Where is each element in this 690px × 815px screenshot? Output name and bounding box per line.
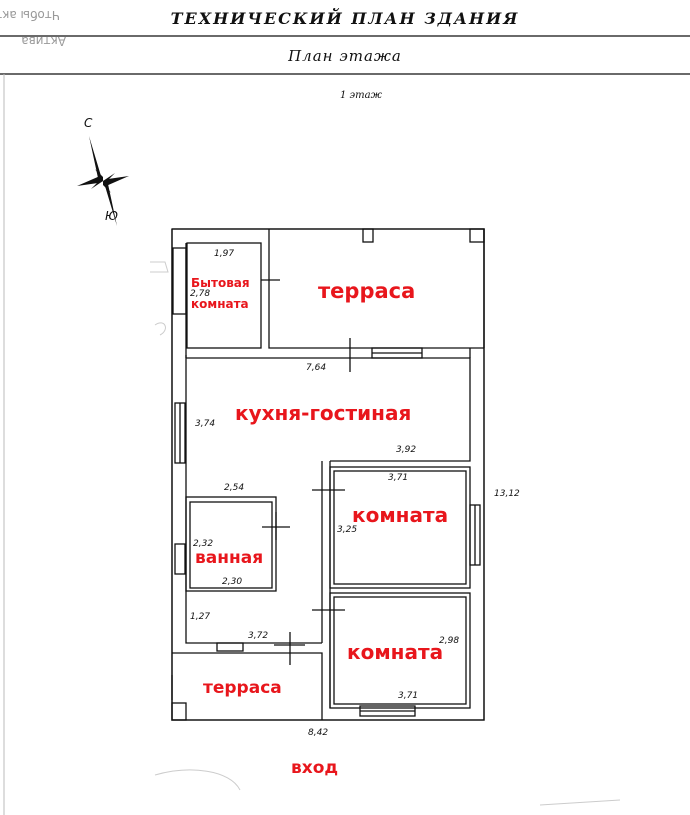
corner-text-2: Актива (21, 34, 66, 48)
corner-text-1: Чтобы акт (0, 8, 60, 22)
utility-room-walls (172, 242, 262, 349)
document-subtitle: План этажа (288, 47, 402, 65)
dim-utility-width: 1,97 (214, 249, 234, 259)
dim-bath-top: 2,54 (224, 483, 244, 493)
terrace-bottom-label: терраса (203, 678, 282, 698)
compass-south-label: Ю (105, 209, 118, 223)
dim-hall-length: 3,72 (248, 631, 268, 641)
room2-walls (329, 592, 471, 717)
dim-room2-width: 3,71 (398, 691, 418, 701)
dim-bath-bottom: 2,30 (222, 577, 242, 587)
utility-room-label-2: комната (191, 297, 249, 311)
document-title: ТЕХНИЧЕСКИЙ ПЛАН ЗДАНИЯ (170, 9, 520, 28)
bathroom-label: ванная (195, 548, 263, 568)
kitchen-label: кухня-гостиная (235, 401, 411, 425)
entrance-label: вход (291, 758, 338, 778)
dim-total-length: 13,12 (494, 489, 520, 499)
dim-hall-width: 1,27 (190, 612, 210, 622)
terrace-top-label: терраса (318, 279, 415, 303)
compass-north-label: С (84, 116, 93, 130)
compass-icon (77, 136, 129, 226)
dim-total-width: 8,42 (308, 728, 328, 738)
dim-room1-height: 3,25 (337, 525, 357, 535)
room1-label: комната (352, 503, 448, 527)
utility-room-label-1: Бытовая (191, 276, 250, 290)
terrace-bottom-walls (171, 632, 323, 721)
dim-kitchen-height: 3,74 (195, 419, 215, 429)
bathroom-walls (174, 496, 290, 592)
dim-kitchen-width: 7,64 (306, 363, 326, 373)
room2-label: комната (347, 640, 443, 664)
dim-bath-height: 2,32 (193, 539, 213, 549)
dim-kitchen-lower: 3,92 (396, 445, 416, 455)
dim-utility-height: 2,78 (190, 289, 210, 299)
dim-room2-height: 2,98 (439, 636, 459, 646)
dim-room1-width: 3,71 (388, 473, 408, 483)
floor-label: 1 этаж (340, 90, 382, 101)
room1-walls (329, 466, 481, 589)
kitchen-walls (174, 338, 471, 464)
